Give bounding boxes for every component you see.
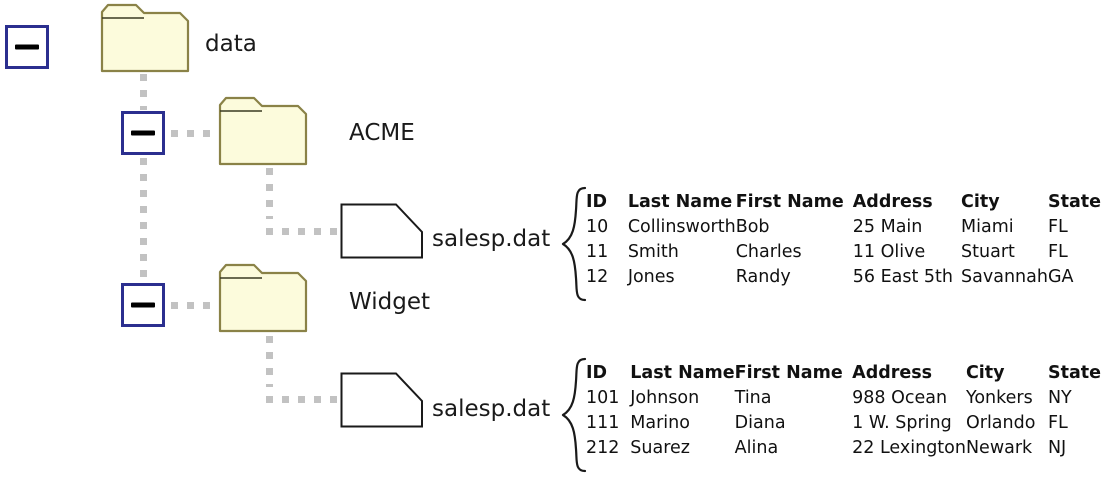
file-label-acme-salesp: salesp.dat [432,226,551,252]
cell-first-name: Bob [735,217,770,237]
column-header-id: ID [586,192,608,212]
cell-city: Savannah [961,267,1048,287]
cell-last-name: Johnson [630,388,700,408]
cell-last-name: Suarez [630,438,690,458]
table-header-row: ID Last Name First Name Address City Sta… [586,361,1101,386]
cell-id: 12 [586,267,609,287]
table-row: 101 Johnson Tina 988 Ocean Yonkers NY [586,386,1101,411]
cell-address: 22 Lexington [852,438,966,458]
folder-node-acme[interactable] [218,95,308,167]
records-table-widget: ID Last Name First Name Address City Sta… [586,361,1101,461]
file-icon [340,203,423,259]
node-label-data: data [205,31,257,57]
folder-node-widget[interactable] [218,262,308,334]
connector-acme-folder-to-file [266,228,342,235]
toggle-collapse-acme[interactable] [121,111,165,155]
node-label-widget: Widget [349,289,430,315]
column-header-last-name: Last Name [630,363,735,383]
column-header-city: City [965,363,1005,383]
minus-box-icon [15,44,39,50]
column-header-state: State [1047,363,1101,383]
cell-id: 111 [586,413,620,433]
brace-acme-records [561,186,587,302]
folder-node-data[interactable] [100,2,190,74]
cell-state: NJ [1047,438,1067,458]
toggle-collapse-root[interactable] [5,25,49,69]
column-header-address: Address [852,363,933,383]
table-row: 10 Collinsworth Bob 25 Main Miami FL [586,215,1101,240]
cell-state: GA [1047,267,1074,287]
cell-address: 25 Main [852,217,923,237]
cell-first-name: Alina [734,438,779,458]
cell-first-name: Randy [735,267,791,287]
cell-city: Miami [961,217,1014,237]
connector-trunk-to-widget [140,158,147,284]
column-header-id: ID [586,363,608,383]
connector-widget-toggle-to-folder [171,302,219,309]
cell-address: 11 Olive [852,242,926,262]
table-header-row: ID Last Name First Name Address City Sta… [586,190,1101,215]
table-row: 212 Suarez Alina 22 Lexington Newark NJ [586,436,1101,461]
cell-first-name: Tina [734,388,772,408]
node-label-acme: ACME [349,120,415,146]
column-header-city: City [961,192,1000,212]
minus-box-icon [131,130,155,136]
connector-acme-toggle-to-folder [171,130,219,137]
cell-last-name: Collinsworth [627,217,736,237]
cell-state: FL [1047,217,1068,237]
cell-city: Yonkers [965,388,1033,408]
cell-address: 1 W. Spring [852,413,952,433]
cell-state: NY [1047,388,1072,408]
folder-icon [100,3,190,73]
records-table-acme: ID Last Name First Name Address City Sta… [586,190,1101,290]
column-header-first-name: First Name [735,192,844,212]
connector-widget-folder-to-file [266,396,342,403]
minus-box-icon [131,302,155,308]
connector-acme-folder-down [266,168,273,219]
connector-data-to-acme [140,74,147,110]
column-header-address: Address [852,192,933,212]
file-icon [340,372,423,428]
cell-last-name: Marino [630,413,690,433]
file-node-acme-salesp[interactable] [340,203,424,259]
cell-address: 56 East 5th [852,267,954,287]
cell-address: 988 Ocean [852,388,948,408]
folder-icon [218,263,308,333]
cell-id: 10 [586,217,609,237]
column-header-first-name: First Name [734,363,843,383]
cell-last-name: Smith [627,242,679,262]
connector-widget-folder-down [266,336,273,387]
cell-state: FL [1047,242,1068,262]
brace-widget-records [561,357,587,473]
cell-city: Newark [965,438,1033,458]
toggle-collapse-widget[interactable] [121,283,165,327]
cell-city: Orlando [965,413,1036,433]
cell-first-name: Diana [734,413,786,433]
cell-state: FL [1047,413,1068,433]
file-label-widget-salesp: salesp.dat [432,396,551,422]
cell-id: 11 [586,242,609,262]
column-header-last-name: Last Name [627,192,733,212]
table-row: 111 Marino Diana 1 W. Spring Orlando FL [586,411,1101,436]
file-node-widget-salesp[interactable] [340,372,424,428]
table-row: 11 Smith Charles 11 Olive Stuart FL [586,240,1101,265]
cell-last-name: Jones [627,267,675,287]
cell-id: 212 [586,438,620,458]
table-row: 12 Jones Randy 56 East 5th Savannah GA [586,265,1101,290]
cell-first-name: Charles [735,242,802,262]
folder-icon [218,96,308,166]
cell-city: Stuart [961,242,1015,262]
column-header-state: State [1047,192,1101,212]
cell-id: 101 [586,388,620,408]
